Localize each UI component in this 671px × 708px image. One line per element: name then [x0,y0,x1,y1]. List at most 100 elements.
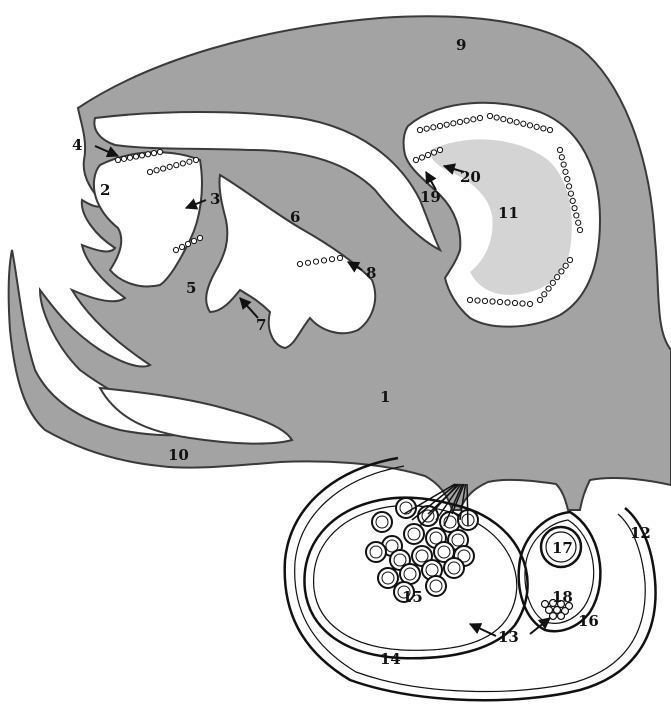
chain2c-4 [191,238,196,243]
chain11b-4 [507,118,512,123]
chain11b-3 [501,117,506,122]
label-14: 14 [380,650,401,668]
chain2b-4 [167,164,172,169]
chain11c-6 [566,184,571,189]
label-9: 9 [456,36,466,54]
chain11a-10 [477,115,482,120]
chain11c-11 [576,220,581,225]
chain2a-3 [127,155,132,160]
arrow-13 [470,624,496,636]
chain11b-1 [487,113,492,118]
chain6a-6 [337,255,342,260]
chain11c-10 [574,213,579,218]
label-4: 4 [72,136,82,154]
label-13: 13 [498,628,519,646]
chain11a-7 [457,119,462,124]
chain11e-9 [527,301,532,306]
chain11e-4 [490,299,495,304]
chain11f-2 [419,155,424,160]
chain11d-1 [567,257,572,262]
chain11b-9 [541,126,546,131]
chain2a-5 [139,153,144,158]
chain11d-7 [542,292,547,297]
chain2b-7 [187,159,192,164]
chain11b-10 [547,127,552,132]
chain11f-1 [413,157,418,162]
chain2b-6 [180,161,185,166]
chain11c-2 [559,155,564,160]
label-3: 3 [210,190,220,208]
label-12: 12 [630,524,651,542]
chain11a-2 [424,126,429,131]
chain2b-2 [154,168,159,173]
chain11e-5 [497,299,502,304]
spore-20 [426,576,446,596]
chain11f-5 [437,147,442,152]
chain11c-9 [572,206,577,211]
label-7: 7 [256,316,266,334]
chain11a-6 [451,121,456,126]
chain11b-6 [521,121,526,126]
chain11f-4 [431,150,436,155]
chain2a-8 [157,149,162,154]
spore-16 [400,564,420,584]
chain6a-3 [313,259,318,264]
spore-10 [366,542,386,562]
chain11d-4 [555,275,560,280]
chain11e-7 [512,300,517,305]
label-15: 15 [402,588,423,606]
spore-7 [404,524,424,544]
label-17: 17 [552,539,573,557]
chain11d-3 [559,269,564,274]
chain6a-4 [321,258,326,263]
chain11c-1 [557,147,562,152]
chain11a-5 [444,122,449,127]
chain11a-1 [417,127,422,132]
cluster-bead-9 [558,613,565,620]
chain11c-4 [563,169,568,174]
chain11d-6 [546,286,551,291]
label-6: 6 [290,208,300,226]
chain2b-8 [193,157,198,162]
chain11b-2 [494,115,499,120]
chain11c-8 [570,198,575,203]
chain11b-8 [534,124,539,129]
chain11e-6 [505,300,510,305]
spore-15 [378,568,398,588]
chain11c-7 [568,191,573,196]
chain2c-5 [197,235,202,240]
chain2b-1 [147,169,152,174]
chain11c-3 [561,162,566,167]
label-16: 16 [578,612,599,630]
label-11: 11 [498,204,519,222]
label-1: 1 [380,388,390,406]
filament-9 [467,484,468,526]
chain11a-3 [431,125,436,130]
chain6a-1 [297,261,302,266]
chain6a-2 [305,260,310,265]
spore-1 [372,512,392,532]
chain2a-4 [133,154,138,159]
label-2: 2 [100,181,110,199]
chain11d-2 [563,263,568,268]
label-8: 8 [366,264,376,282]
spore-4 [440,512,460,532]
chain11d-8 [537,297,542,302]
chain11f-3 [425,152,430,157]
chain11a-4 [437,123,442,128]
spore-18 [444,558,464,578]
label-20: 20 [460,168,481,186]
chain2a-7 [151,151,156,156]
chain2c-2 [179,244,184,249]
chain11e-1 [467,297,472,302]
chain2c-1 [173,247,178,252]
chain11c-5 [565,176,570,181]
chain11c-12 [577,227,582,232]
chain2a-6 [145,152,150,157]
chain11b-5 [514,120,519,125]
chain2b-3 [161,166,166,171]
chain2c-3 [185,241,190,246]
chain2a-1 [115,157,120,162]
chain11e-8 [520,301,525,306]
